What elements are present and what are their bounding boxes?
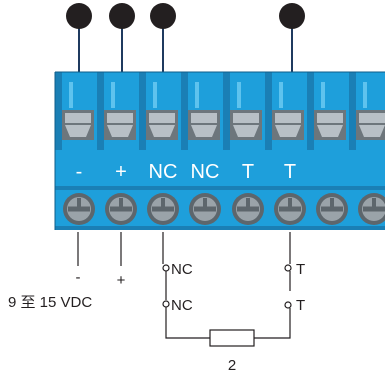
wire-clamp [188, 110, 220, 140]
wire-clamp [314, 110, 346, 140]
t-contact-label-1: T [296, 261, 305, 278]
nc-contact-label-1: NC [171, 261, 193, 278]
terminal-label-t-2: T [284, 161, 296, 183]
t-contact-top [284, 264, 292, 272]
wire-clamp [62, 110, 94, 140]
power-label: 9 至 15 VDC [8, 294, 92, 311]
resistor-label: 2 [228, 357, 236, 374]
wire-clamp [356, 110, 385, 140]
terminal-block-ridges [55, 72, 367, 150]
resistor [209, 329, 255, 347]
screw [358, 193, 385, 225]
nc-contact-bottom [162, 300, 170, 308]
terminal-label-nc-1: NC [149, 161, 178, 183]
screw [147, 193, 179, 225]
terminal-label-plus: + [115, 161, 127, 183]
screw [105, 193, 137, 225]
nc-contact-label-2: NC [171, 297, 193, 314]
wire-clamp [104, 110, 136, 140]
t-contact-label-2: T [296, 297, 305, 314]
wire-clamp [146, 110, 178, 140]
terminal-label-t-1: T [242, 161, 254, 183]
screw [189, 193, 221, 225]
screw [232, 193, 264, 225]
terminal-label-strip [55, 150, 385, 190]
terminal-label-minus: - [76, 161, 83, 183]
nc-contact-top [162, 264, 170, 272]
wiring-schematic [77, 232, 292, 347]
terminal-label-nc-2: NC [191, 161, 220, 183]
terminal-block: - + NC NC T T [54, 71, 385, 230]
wire-clamps [62, 110, 385, 140]
screw [316, 193, 348, 225]
screw [274, 193, 306, 225]
wire-clamp [230, 110, 262, 140]
wire-label-plus: + [117, 272, 126, 289]
screws [63, 193, 385, 225]
terminal-labels: - + NC NC T T [76, 161, 296, 183]
screw [63, 193, 95, 225]
t-contact-bottom [284, 301, 292, 309]
wire-label-minus: - [76, 269, 81, 286]
probe-pins [66, 3, 305, 118]
schematic-labels: - + 9 至 15 VDC NC NC T T 2 [8, 261, 305, 374]
wire-clamp [272, 110, 304, 140]
